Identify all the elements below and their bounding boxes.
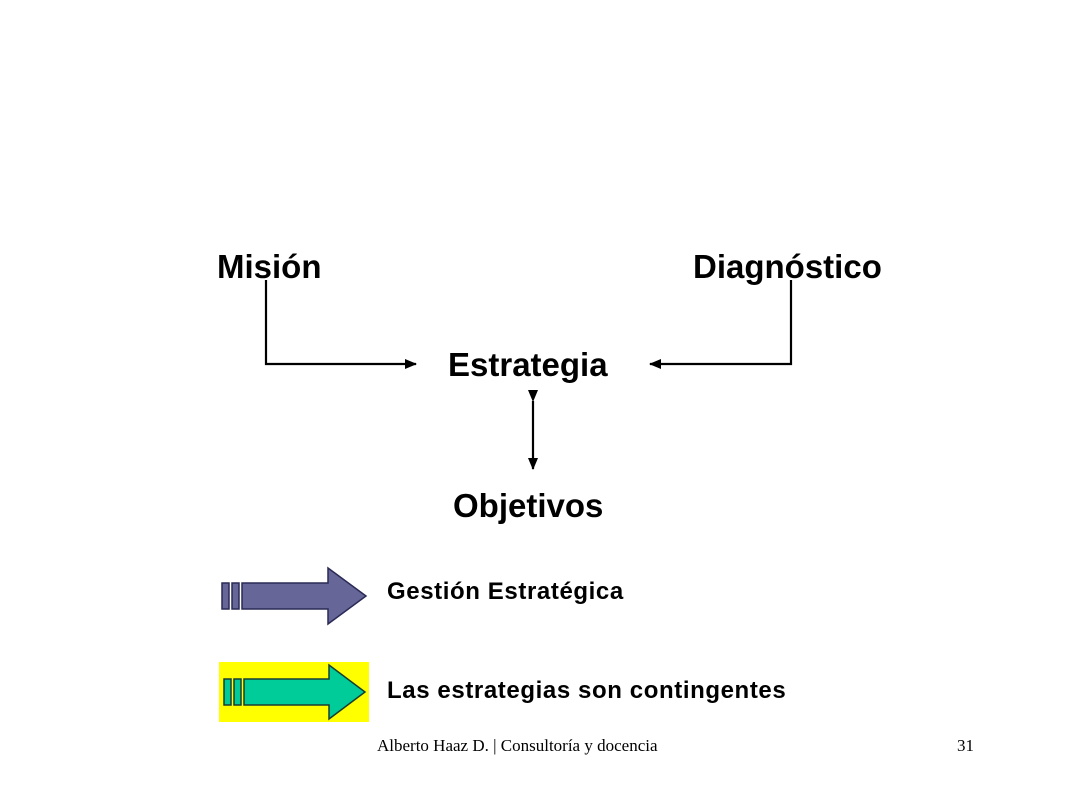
diagnostico-to-estrategia-arrow — [649, 280, 793, 369]
bullet-arrow-icon — [221, 566, 368, 626]
bullet-arrow-highlighted-icon — [219, 662, 369, 722]
footer: Alberto Haaz D. | Consultoría y docencia… — [0, 736, 1066, 760]
node-objetivos: Objetivos — [453, 487, 604, 524]
footer-text: Alberto Haaz D. | Consultoría y docencia — [377, 736, 658, 755]
bullet-estrategias-contingentes: Las estrategias son contingentes — [387, 677, 787, 704]
node-estrategia: Estrategia — [448, 346, 608, 383]
node-diagnostico: Diagnóstico — [693, 248, 882, 285]
bullet-gestion-estrategica: Gestión Estratégica — [387, 578, 624, 605]
page-number: 31 — [957, 736, 974, 755]
node-mision: Misión — [217, 248, 322, 285]
mision-to-estrategia-arrow — [264, 280, 417, 369]
